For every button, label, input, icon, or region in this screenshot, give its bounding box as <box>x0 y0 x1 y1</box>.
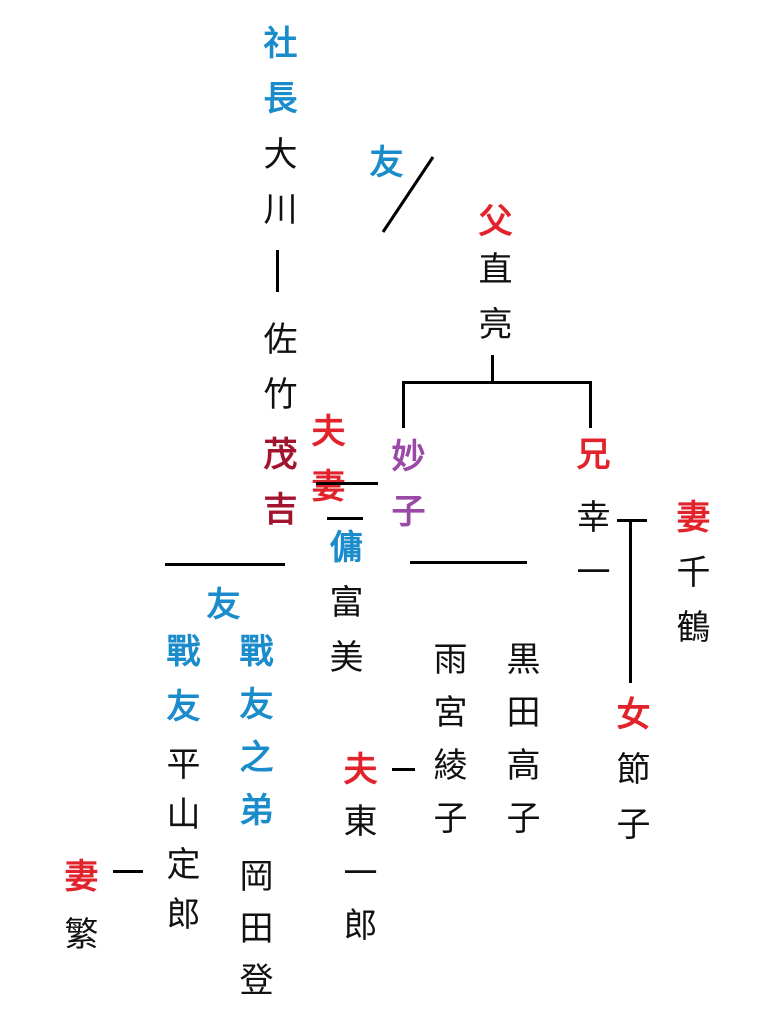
servant-label: 傭 <box>323 529 363 584</box>
wife-label-shige: 妻 <box>58 858 98 913</box>
link-taeko-associates <box>410 561 527 564</box>
name-okada: 岡田登 <box>233 858 273 1014</box>
name-kuroda: 黒田高子 <box>500 641 540 853</box>
link-higashi-amamiya <box>392 768 415 771</box>
family-tree-left-drop <box>402 381 405 428</box>
daughter-label: 女 <box>610 696 650 751</box>
name-okawa: 大川 <box>257 136 297 246</box>
name-setsuko: 節子 <box>610 751 650 861</box>
name-amamiya: 雨宮綾子 <box>427 641 467 853</box>
friend-label-mid: 友 <box>200 586 240 641</box>
family-tree-right-drop <box>589 381 592 428</box>
wife-label-chizuru: 妻 <box>670 499 710 554</box>
link-couple <box>316 482 378 485</box>
link-sataku-comrades <box>165 563 285 566</box>
comrade-brother-label: 戰友之弟 <box>233 633 273 845</box>
name-taeko: 妙子 <box>385 438 425 548</box>
link-servant <box>327 517 363 520</box>
father-label: 父 <box>472 203 512 258</box>
name-hirayama: 平山定郎 <box>160 746 200 946</box>
friend-label-top: 友 <box>363 144 403 199</box>
name-sataku-2: 茂吉 <box>257 436 297 546</box>
name-naosuke: 直亮 <box>472 251 512 361</box>
name-tomimi: 富美 <box>323 584 363 694</box>
president-label: 社長 <box>257 25 297 135</box>
link-koichi-chizuru <box>617 519 647 522</box>
comrade-label: 戰友 <box>160 633 200 743</box>
family-tree-bar <box>402 381 592 384</box>
family-tree-stem <box>491 355 494 383</box>
name-koichi: 幸一 <box>570 499 610 609</box>
name-sataku-1: 佐竹 <box>257 321 297 431</box>
name-chizuru: 千鶴 <box>670 554 710 664</box>
name-higashi: 東一郎 <box>337 803 377 959</box>
link-koichi-setsuko <box>629 519 632 683</box>
friend-link-slash <box>381 156 435 233</box>
link-okawa-sataku <box>276 250 279 292</box>
husband-label: 夫 <box>337 751 377 806</box>
name-shige: 繁 <box>58 916 98 971</box>
link-hirayama-shige <box>113 870 143 873</box>
elder-brother-label: 兄 <box>570 436 610 491</box>
couple-label-1: 夫妻 <box>305 413 345 523</box>
